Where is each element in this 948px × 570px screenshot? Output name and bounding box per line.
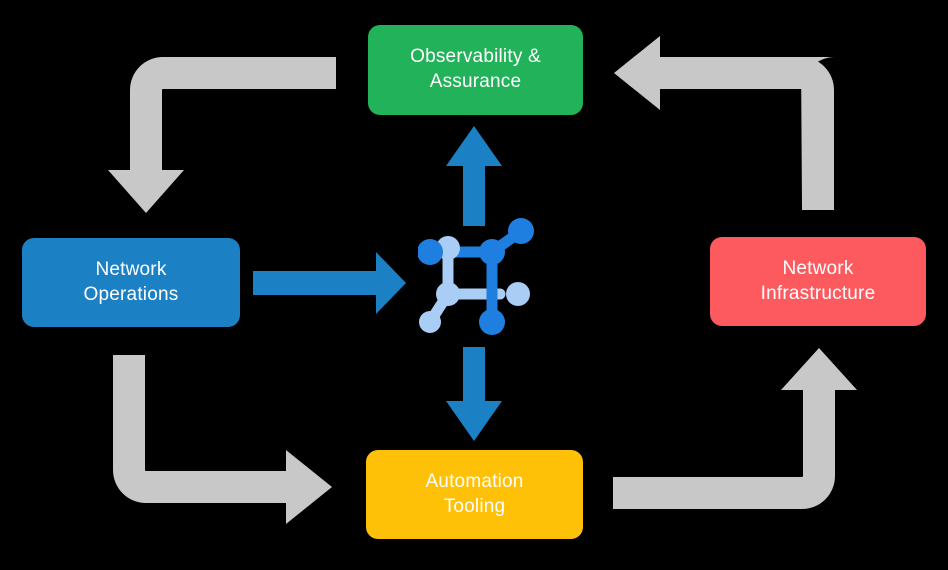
node-label-observability: Observability & Assurance [410,46,541,92]
blue-arrow-center-to-observability [446,126,502,226]
node-label-network-infrastructure: Network Infrastructure [760,257,876,304]
gray-arrow-automation-to-infrastructure [613,348,857,509]
node-label-network-operations: Network Operations [83,258,179,305]
node-automation-tooling[interactable]: Automation Tooling [366,450,583,539]
node-network-operations[interactable]: Network Operations [22,238,240,327]
network-icon-dark-nodes [418,218,534,335]
blue-arrow-center-to-automation [446,347,502,441]
network-icon-light-nodes [419,236,530,333]
node-label-automation-tooling: Automation Tooling [425,470,524,517]
node-network-infrastructure[interactable]: Network Infrastructure [710,237,926,326]
network-topology-icon [418,218,534,335]
gray-arrow-observability-to-operations [108,57,336,213]
node-observability-assurance[interactable]: Observability & Assurance [368,25,583,115]
gray-arrow-infrastructure-to-observability [801,57,835,207]
gray-arrow-infrastructure-to-observability-body [614,36,834,210]
blue-arrow-operations-to-center [253,252,406,314]
gray-arrow-operations-to-automation [113,355,332,524]
